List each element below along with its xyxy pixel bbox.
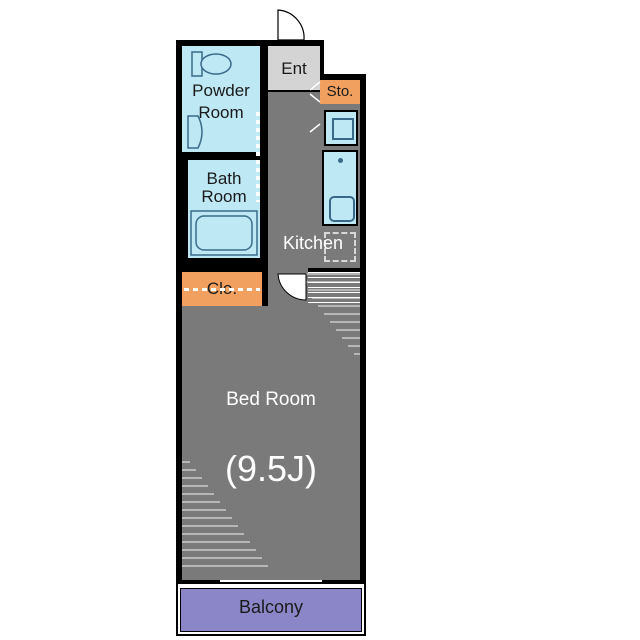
wall-bath-closet bbox=[182, 258, 264, 272]
balcony-label: Balcony bbox=[238, 597, 304, 617]
powder-room-label-line2: Room bbox=[198, 103, 244, 122]
stove-icon bbox=[324, 232, 356, 262]
bath-door bbox=[256, 112, 260, 202]
bed-room-label: Bed Room bbox=[226, 389, 316, 410]
balcony bbox=[180, 588, 362, 632]
bed-room-window bbox=[220, 580, 322, 582]
bath-room-label-line2: Room bbox=[201, 187, 247, 206]
kitchen-label: Kitchen bbox=[282, 233, 344, 253]
kitchen-sink-icon bbox=[322, 150, 358, 226]
powder-room-label-line1: Powder bbox=[192, 81, 250, 100]
storage-door bbox=[309, 81, 321, 133]
storage bbox=[320, 80, 360, 104]
entrance-label: Ent bbox=[281, 59, 307, 78]
kitchen-corridor bbox=[268, 92, 320, 268]
closet-door bbox=[184, 288, 260, 291]
door-swing-icon bbox=[277, 9, 305, 41]
bed-room-door-swing bbox=[277, 273, 307, 301]
kitchen-fixture-refrigerator bbox=[324, 110, 358, 146]
wall-powder-bath bbox=[182, 152, 262, 158]
bathtub-icon bbox=[190, 210, 258, 256]
storage-label: Sto. bbox=[326, 83, 354, 100]
bath-room-label-line1: Bath bbox=[206, 169, 242, 188]
entrance bbox=[268, 46, 320, 90]
sink-icon bbox=[187, 115, 203, 149]
bed-room-size: (9.5J) bbox=[224, 448, 318, 489]
toilet-icon bbox=[191, 51, 232, 77]
bed-room-shading bbox=[182, 273, 360, 567]
